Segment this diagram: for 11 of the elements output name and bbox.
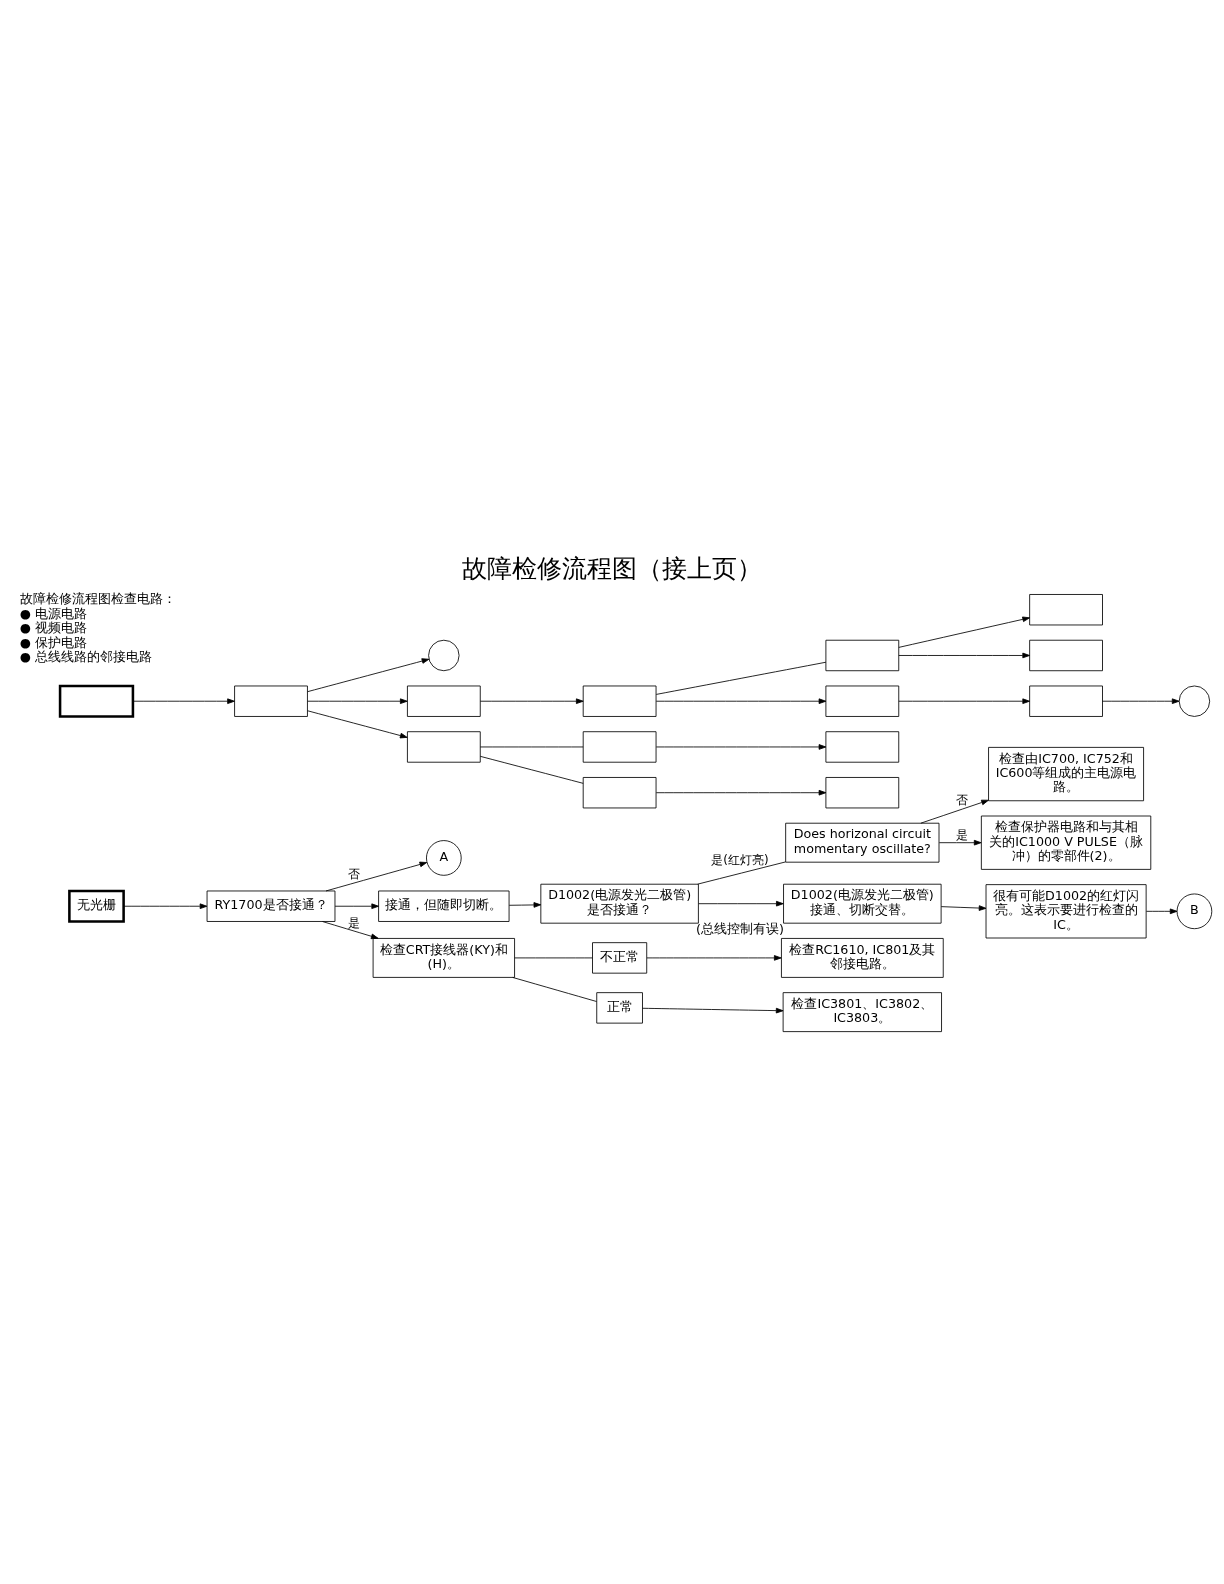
label: ● 视频电路 (19, 619, 87, 635)
edge-label: 是(红灯亮) (711, 852, 769, 867)
diagram-title: 故障检修流程图（接上页） (462, 552, 762, 583)
label: ● 总线线路的邻接电路 (19, 648, 152, 664)
label: 故障检修流程图检查电路： (19, 590, 176, 606)
edge-label: 是 (956, 827, 969, 842)
label: ● 电源电路 (19, 605, 87, 621)
label: ● 保护电路 (19, 634, 87, 650)
edge-label: 否 (956, 792, 969, 807)
edge-label: 否 (348, 866, 361, 881)
edge-label: 是 (348, 915, 361, 930)
